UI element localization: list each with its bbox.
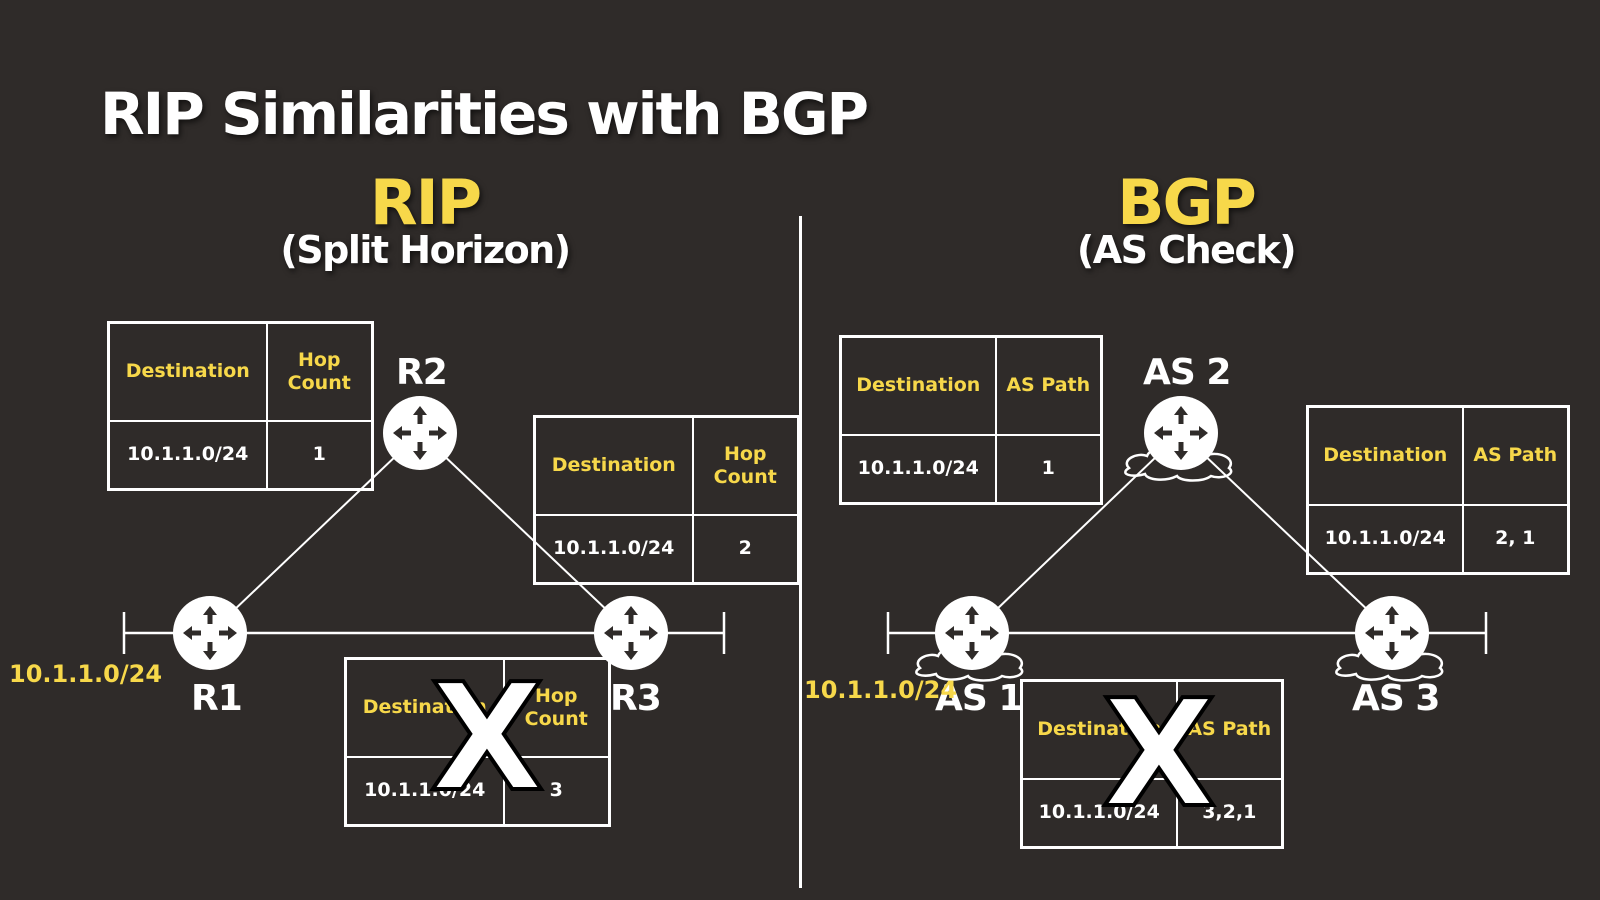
router-as1-icon — [935, 596, 1009, 670]
rip-subtitle: (Split Horizon) — [280, 228, 571, 272]
router-r3-label: R3 — [610, 678, 662, 719]
table-cell-destination: 10.1.1.0/24 — [839, 433, 997, 505]
rip-network-label: 10.1.1.0/24 — [9, 660, 163, 688]
router-r1-icon — [173, 596, 247, 670]
router-r2-icon — [383, 396, 457, 470]
table-header-metric: AS Path — [1175, 679, 1284, 780]
r3-routing-table: Destination Hop Count 10.1.1.0/24 2 — [533, 415, 800, 585]
table-cell-metric: 3 — [502, 755, 611, 827]
page-title: RIP Similarities with BGP — [100, 80, 869, 148]
table-header-metric: Hop Count — [691, 415, 800, 516]
router-as2-label: AS 2 — [1143, 352, 1231, 393]
table-cell-destination: 10.1.1.0/24 — [1306, 503, 1464, 575]
rip-rejected-table: Destination Hop Count 10.1.1.0/24 3 — [344, 657, 611, 827]
table-cell-destination: 10.1.1.0/24 — [107, 419, 268, 491]
table-cell-destination: 10.1.1.0/24 — [344, 755, 505, 827]
bgp-subtitle: (AS Check) — [1076, 228, 1297, 272]
router-as1-label: AS 1 — [935, 678, 1023, 719]
table-cell-metric: 1 — [994, 433, 1103, 505]
section-divider — [799, 216, 802, 888]
table-header-destination: Destination — [1020, 679, 1178, 780]
table-header-destination: Destination — [533, 415, 694, 516]
as2-routing-table: Destination AS Path 10.1.1.0/24 1 — [839, 335, 1103, 505]
table-header-destination: Destination — [107, 321, 268, 422]
table-header-destination: Destination — [839, 335, 997, 436]
rip-reject-x-icon: X — [428, 652, 546, 824]
table-cell-metric: 2, 1 — [1461, 503, 1570, 575]
bgp-title: BGP — [1117, 166, 1257, 239]
router-r3-icon — [594, 596, 668, 670]
table-cell-metric: 2 — [691, 513, 800, 585]
bgp-reject-x-icon: X — [1100, 668, 1218, 840]
table-header-metric: AS Path — [994, 335, 1103, 436]
bgp-network-label: 10.1.1.0/24 — [804, 676, 958, 704]
r2-routing-table: Destination Hop Count 10.1.1.0/24 1 — [107, 321, 374, 491]
router-r2-label: R2 — [396, 352, 448, 393]
table-header-destination: Destination — [1306, 405, 1464, 506]
table-header-metric: Hop Count — [502, 657, 611, 758]
table-header-metric: AS Path — [1461, 405, 1570, 506]
table-cell-metric: 3,2,1 — [1175, 777, 1284, 849]
table-cell-destination: 10.1.1.0/24 — [1020, 777, 1178, 849]
router-as3-label: AS 3 — [1352, 678, 1440, 719]
table-header-metric: Hop Count — [265, 321, 374, 422]
table-header-destination: Destination — [344, 657, 505, 758]
router-as2-icon — [1144, 396, 1218, 470]
table-cell-metric: 1 — [265, 419, 374, 491]
router-as3-icon — [1355, 596, 1429, 670]
bgp-rejected-table: Destination AS Path 10.1.1.0/24 3,2,1 — [1020, 679, 1284, 849]
as3-routing-table: Destination AS Path 10.1.1.0/24 2, 1 — [1306, 405, 1570, 575]
router-r1-label: R1 — [191, 678, 243, 719]
rip-title: RIP — [369, 166, 482, 239]
table-cell-destination: 10.1.1.0/24 — [533, 513, 694, 585]
